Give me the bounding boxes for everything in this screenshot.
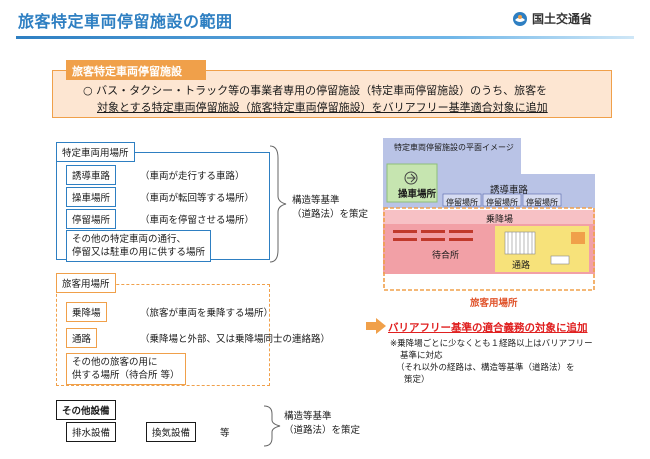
barrier-free-headline: バリアフリー基準の適合義務の対象に追加 <box>388 322 588 334</box>
other-facilities-tag: その他設備 <box>56 400 116 420</box>
intro-box: ○ バス・タクシー・トラック等の事業者専用の停留施設（特定車両停留施設）のうち、… <box>52 70 612 118</box>
item-vehicle-other: その他の特定車両の通行、 停留又は駐車の用に供する場所 <box>66 230 212 262</box>
facility-plan-diagram <box>383 138 595 291</box>
elevator-icon <box>571 232 585 244</box>
brace-other <box>263 405 281 447</box>
structure-note-1: 構造等基準 （道路法）を策定 <box>292 194 368 222</box>
stairs-icon <box>504 231 536 255</box>
item-teiryu-desc: （車両を停留させる場所） <box>140 215 255 226</box>
intro-line1-a: バス・タクシー・トラック等の事業者専用の停留施設（ <box>96 84 372 97</box>
diagram-passenger-label: 旅客用場所 <box>470 298 518 309</box>
item-passenger-other: その他の旅客の用に 供する場所（待合所 等） <box>66 353 186 385</box>
bf-note-4: 策定） <box>404 375 430 385</box>
intro-line1-c: ）のうち、旅客を <box>459 84 548 97</box>
logo: 国土交通省 <box>512 10 592 27</box>
item-jokou: 乗降場 <box>66 302 107 322</box>
structure-note-2-line2: （道路法）を策定 <box>284 425 361 436</box>
diagram-caption: 特定車両停留施設の平面イメージ <box>394 143 514 152</box>
mlit-logo-icon <box>513 11 527 26</box>
bullet: ○ <box>83 84 93 97</box>
vehicle-other-line1: その他の特定車両の通行、 <box>72 234 187 245</box>
teiryu-slot-1 <box>442 193 482 207</box>
diagram-label-sosha: 操車場所 <box>398 189 437 200</box>
other-etc: 等 <box>220 428 230 439</box>
structure-note-2: 構造等基準 （道路法）を策定 <box>284 410 360 438</box>
diagram-label-teiryu-1: 停留場所 <box>446 198 478 207</box>
passenger-other-line1: その他の旅客の用に <box>72 357 158 368</box>
intro-line2-b: 旅客特定車両停留施設 <box>250 101 361 114</box>
gate-icon <box>550 255 570 265</box>
diagram-label-jokou: 乗降場 <box>486 215 514 225</box>
arrow-right-icon <box>366 318 386 334</box>
passenger-area-tag: 旅客用場所 <box>56 273 116 293</box>
bf-note-3: （それ以外の経路は、構造等基準（道路法）を <box>396 363 575 373</box>
intro-line-2: 対象とする特定車両停留施設（旅客特定車両停留施設）をバリアフリー基準適合対象に追… <box>83 99 601 116</box>
item-sosha: 操車場所 <box>66 187 117 207</box>
item-tsuro-desc: （乗降場と外部、又は乗降場同士の連絡路） <box>140 334 331 345</box>
passenger-area-box <box>56 284 270 386</box>
structure-note-1-line1: 構造等基準 <box>292 195 340 206</box>
teiryu-slot-3 <box>522 193 562 207</box>
structure-note-2-line1: 構造等基準 <box>284 411 332 422</box>
brace-vehicle <box>269 145 287 263</box>
passenger-other-line2: 供する場所（待合所 等） <box>72 370 180 381</box>
item-teiryu: 停留場所 <box>66 209 117 229</box>
white-corner <box>521 138 595 174</box>
vehicle-other-line2: 停留又は駐車の用に供する場所 <box>72 247 206 258</box>
diagram-label-yudo: 誘導車路 <box>490 185 529 196</box>
item-yudo-desc: （車両が走行する車路） <box>140 171 245 182</box>
page-title: 旅客特定車両停留施設の範囲 <box>18 12 233 31</box>
bf-note-2: 基準に対応 <box>400 351 443 361</box>
item-yudo: 誘導車路 <box>66 165 117 185</box>
vehicle-area-tag: 特定車両用場所 <box>56 142 135 162</box>
item-jokou-desc: （旅客が車両を乗降する場所） <box>140 308 274 319</box>
turnaround-icon <box>404 171 418 185</box>
sosha-zone <box>386 163 438 203</box>
jokou-strip <box>383 210 595 224</box>
intro-line1-b: 特定車両停留施設 <box>371 84 460 97</box>
logo-text: 国土交通省 <box>532 12 593 26</box>
diagram-label-machiai: 待合所 <box>432 251 460 261</box>
diagram-label-teiryu-2: 停留場所 <box>486 198 518 207</box>
intro-label: 旅客特定車両停留施設 <box>66 60 206 80</box>
item-drainage: 排水設備 <box>66 422 117 442</box>
bf-note-1: ※乗降場ごとに少なくとも１経路以上はバリアフリー <box>390 339 593 349</box>
barrier-free-note: ※乗降場ごとに少なくとも１経路以上はバリアフリー 基準に対応 （それ以外の経路は… <box>390 338 593 386</box>
title-divider <box>16 36 634 39</box>
intro-line2-c: ）をバリアフリー基準適合対象に追加 <box>360 101 548 114</box>
teiryu-slot-2 <box>482 193 522 207</box>
intro-line-1: ○ バス・タクシー・トラック等の事業者専用の停留施設（特定車両停留施設）のうち、… <box>83 82 601 99</box>
diagram-label-teiryu-3: 停留場所 <box>526 198 558 207</box>
diagram-label-tsuro: 通路 <box>512 261 531 271</box>
item-tsuro: 通路 <box>66 328 98 348</box>
item-ventilation: 換気設備 <box>146 422 197 442</box>
structure-note-1-line2: （道路法）を策定 <box>292 209 369 220</box>
item-sosha-desc: （車両が転回等する場所） <box>140 193 255 204</box>
passenger-area-outline <box>383 207 595 291</box>
intro-line2-a: 対象とする特定車両停留施設（ <box>97 101 251 114</box>
